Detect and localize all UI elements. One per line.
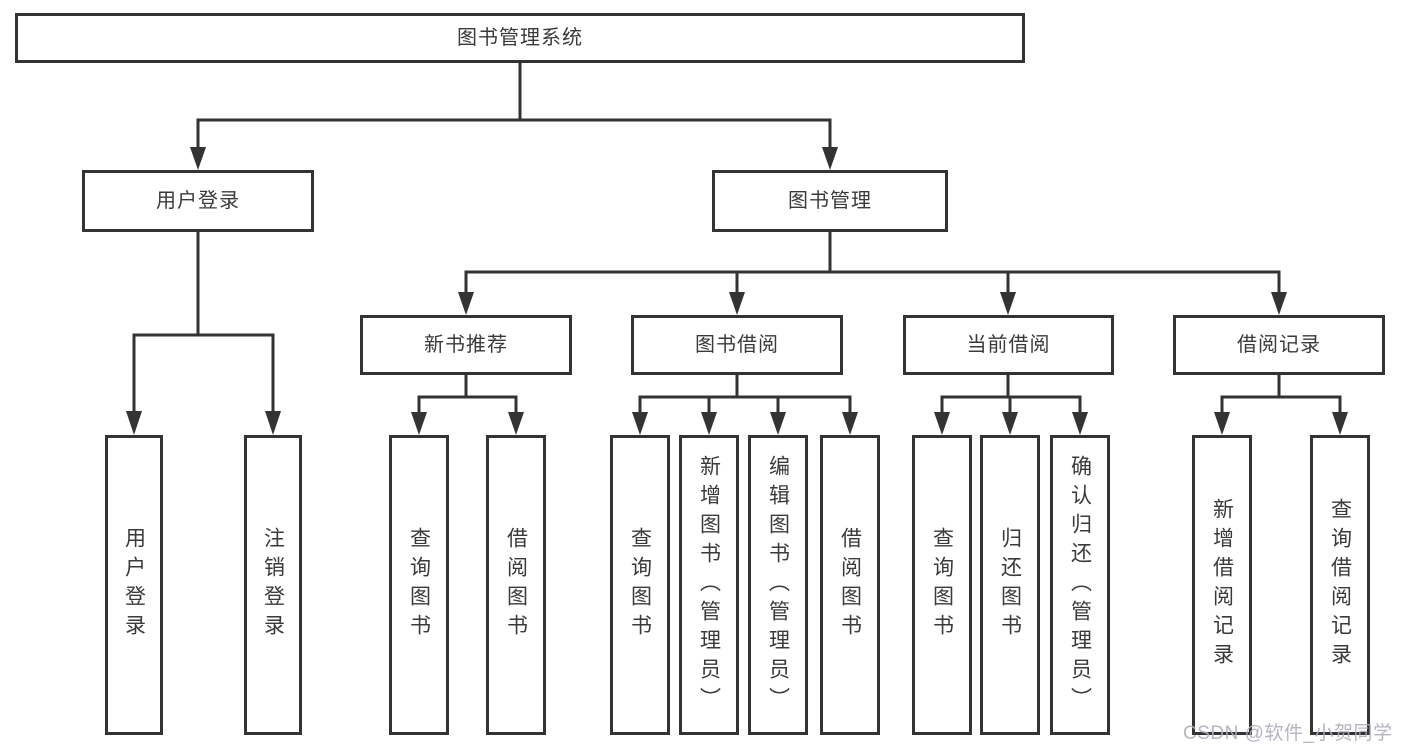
leaf-user-login: 用户登录 [105,435,163,735]
leaf-current-query-books: 查询图书 [912,435,972,735]
node-current-borrow: 当前借阅 [903,315,1114,375]
connector-new-book-rec-branch [411,373,524,435]
leaf-borrow-books: 借阅图书 [820,435,880,735]
connector-current-borrow-branch [934,373,1088,435]
leaf-query-borrow-record: 查询借阅记录 [1310,435,1370,735]
leaf-newrec-borrow-books: 借阅图书 [486,435,546,735]
connector-book-borrow-branch [632,373,858,435]
leaf-borrow-query-books: 查询图书 [610,435,670,735]
leaf-add-borrow-record: 新增借阅记录 [1192,435,1252,735]
connector-user-login-branch [126,230,281,435]
node-user-login: 用户登录 [82,170,314,232]
leaf-add-books-admin: 新增图书（管理员） [679,435,739,735]
node-borrow-records: 借阅记录 [1173,315,1385,375]
connector-borrow-records-branch [1214,373,1348,435]
leaf-newrec-query-books: 查询图书 [389,435,449,735]
connector-root-to-level2 [190,61,838,170]
node-root-system: 图书管理系统 [15,13,1025,63]
leaf-return-books: 归还图书 [980,435,1040,735]
node-new-book-rec: 新书推荐 [360,315,572,375]
leaf-logout: 注销登录 [244,435,302,735]
leaf-edit-books-admin: 编辑图书（管理员） [748,435,808,735]
node-book-borrow: 图书借阅 [631,315,843,375]
connector-book-mgmt-branch [458,230,1287,315]
node-book-mgmt: 图书管理 [712,170,948,232]
csdn-watermark: CSDN @软件_小贺同学 [1183,723,1393,744]
leaf-confirm-return-admin: 确认归还（管理员） [1050,435,1110,735]
